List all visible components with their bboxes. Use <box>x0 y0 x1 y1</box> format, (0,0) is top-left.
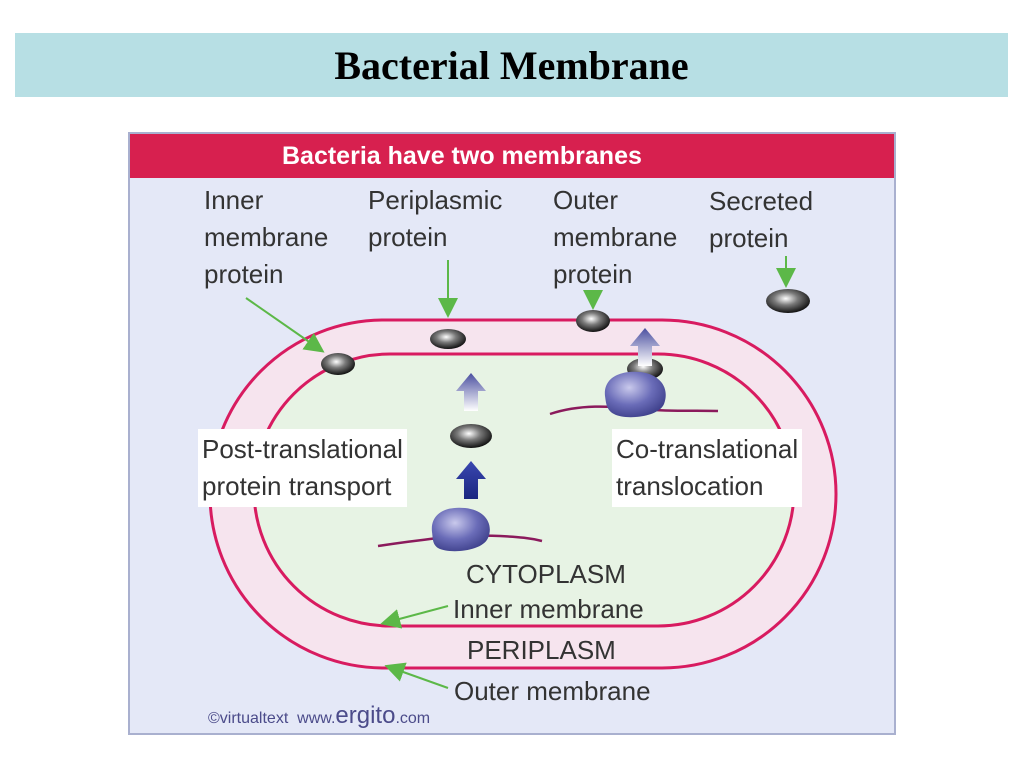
label-line: membrane <box>553 222 678 252</box>
label-cytoplasm: CYTOPLASM <box>466 559 626 589</box>
ribosome-post <box>431 507 490 552</box>
label-line: Co-translational <box>616 434 799 464</box>
blue-arrow-fade-2 <box>630 328 660 366</box>
secreted-protein <box>766 289 810 313</box>
label-secreted-protein: Secreted protein <box>709 183 813 257</box>
label-inner-membrane-protein: Inner membrane protein <box>204 182 328 293</box>
credit-copyright: ©virtualtext <box>208 710 289 727</box>
label-outer-membrane-protein: Outer membrane protein <box>553 182 677 293</box>
ribosome-co <box>604 371 666 418</box>
label-line: Inner <box>204 185 264 215</box>
label-line: Secreted <box>709 186 814 216</box>
membrane-figure: Bacteria have two membranes <box>128 132 896 735</box>
title-bar: Bacterial Membrane <box>15 33 1008 97</box>
figure-header: Bacteria have two membranes <box>130 134 894 178</box>
label-co-translational: Co-translational translocation <box>612 429 803 507</box>
label-line: protein <box>204 259 284 289</box>
label-line: translocation <box>616 471 764 501</box>
label-line: protein <box>368 222 448 252</box>
label-outer-membrane: Outer membrane <box>454 676 651 706</box>
periplasmic-protein <box>430 329 466 349</box>
label-line: Post-translational <box>202 434 403 464</box>
slide-title: Bacterial Membrane <box>334 42 689 88</box>
mrna-post <box>377 534 543 548</box>
arrow-inner-membrane-label <box>380 605 449 629</box>
label-line: membrane <box>204 222 329 252</box>
label-periplasm: PERIPLASM <box>467 635 616 665</box>
credit-www: www. <box>297 710 336 727</box>
inner-membrane-protein <box>321 353 355 375</box>
translocating-protein <box>450 424 492 448</box>
outer-membrane-protein <box>576 310 610 332</box>
label-line: protein <box>553 259 633 289</box>
arrow-inner-membrane-protein <box>245 297 325 353</box>
label-line: protein transport <box>202 471 392 501</box>
label-line: Periplasmic <box>368 185 503 215</box>
blue-arrow-fade-1 <box>456 373 486 411</box>
blue-arrow-solid <box>456 461 486 499</box>
credit-brand: ergito <box>335 702 396 729</box>
label-post-translational: Post-translational protein transport <box>198 429 407 507</box>
label-line: Outer <box>553 185 619 215</box>
label-periplasmic-protein: Periplasmic protein <box>368 182 502 256</box>
label-inner-membrane: Inner membrane <box>453 594 644 624</box>
arrow-outer-membrane-label <box>384 662 449 689</box>
label-line: protein <box>709 223 789 253</box>
credit-domain: .com <box>395 710 431 727</box>
credit: ©virtualtext www.ergito.com <box>208 702 430 730</box>
